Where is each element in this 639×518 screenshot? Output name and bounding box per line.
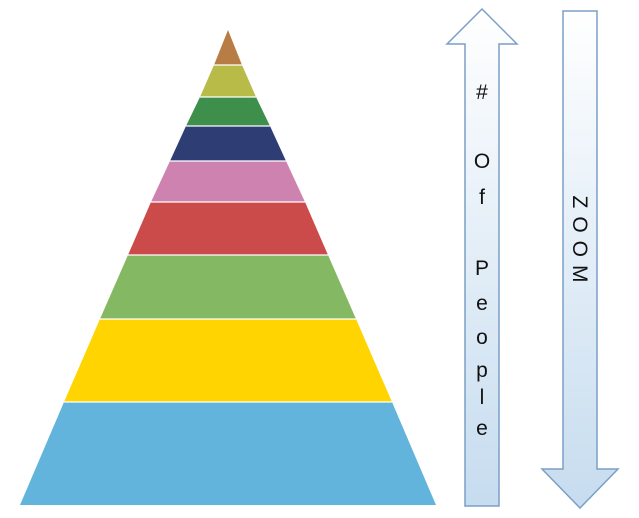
people-label-char: l [480,386,485,409]
pyramid-layer-8 [64,319,392,402]
people-label-char: e [476,292,488,315]
people-label-char: O [474,150,490,173]
people-count-label: # O f P e o p l e [474,81,490,440]
up-arrow-icon [445,7,519,507]
pyramid-layer-3 [186,97,270,126]
people-count-up-arrow: # O f P e o p l e [445,7,519,507]
zoom-label: ZOOM [568,196,591,291]
pyramid-layer-7 [100,255,356,319]
people-label-char: P [475,257,489,280]
people-label-char: # [476,81,488,104]
people-label-char: e [476,417,488,440]
pyramid-layer-6 [128,202,328,255]
people-label-char: o [476,326,488,349]
people-label-char: f [479,186,485,209]
pyramid-layer-1 [214,30,242,65]
pyramid-dividers [64,64,392,403]
pyramid-layer-9 [20,402,436,505]
people-label-char: p [476,359,488,382]
pyramid [20,30,436,505]
pyramid-layer-4 [170,126,286,161]
pyramid-layer-2 [200,65,256,97]
zoom-down-arrow: ZOOM [540,10,620,510]
pyramid-layer-5 [151,161,305,202]
down-arrow-icon [540,10,620,510]
